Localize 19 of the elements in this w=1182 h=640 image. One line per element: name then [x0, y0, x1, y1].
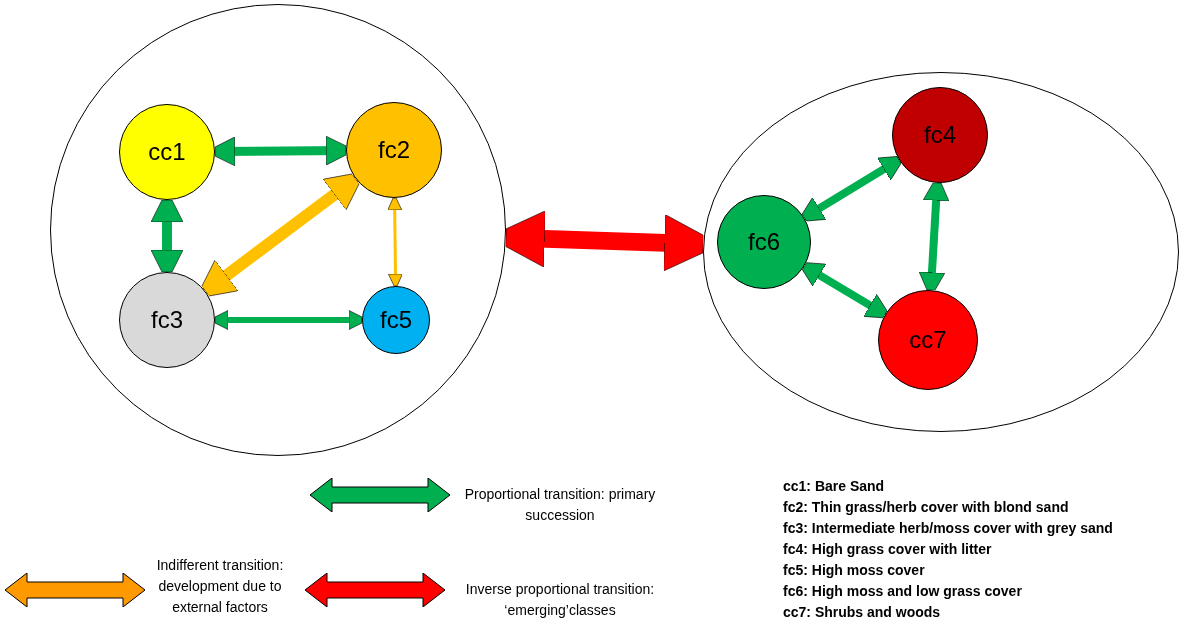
- class-definition: fc3: Intermediate herb/moss cover with grey sand: [783, 519, 1113, 538]
- state-circle: cc1: [119, 104, 215, 200]
- class-definition: fc4: High grass cover with litter: [783, 540, 992, 559]
- class-definition: fc6: High moss and low grass cover: [783, 582, 1022, 601]
- class-definition: cc7: Shrubs and woods: [783, 603, 941, 622]
- state-circle: fc2: [346, 102, 442, 198]
- group-circle: [703, 72, 1179, 432]
- state-circle: fc6: [717, 195, 811, 289]
- class-definition: fc2: Thin grass/herb cover with blond sand: [783, 498, 1069, 517]
- class-definition: cc1: Bare Sand: [783, 477, 885, 496]
- state-circle: fc3: [119, 272, 215, 368]
- group-circle: [50, 4, 506, 456]
- class-definition: fc5: High moss cover: [783, 561, 925, 580]
- legend-text: Indifferent transition: development due to external factors: [155, 556, 285, 617]
- legend-text: Proportional transition: primary succession: [463, 485, 657, 525]
- legend-text: Inverse proportional transition: ‘emerging’classes: [464, 580, 656, 620]
- state-circle: cc7: [878, 290, 978, 390]
- state-circle: fc4: [892, 87, 988, 183]
- state-circle: fc5: [362, 286, 430, 354]
